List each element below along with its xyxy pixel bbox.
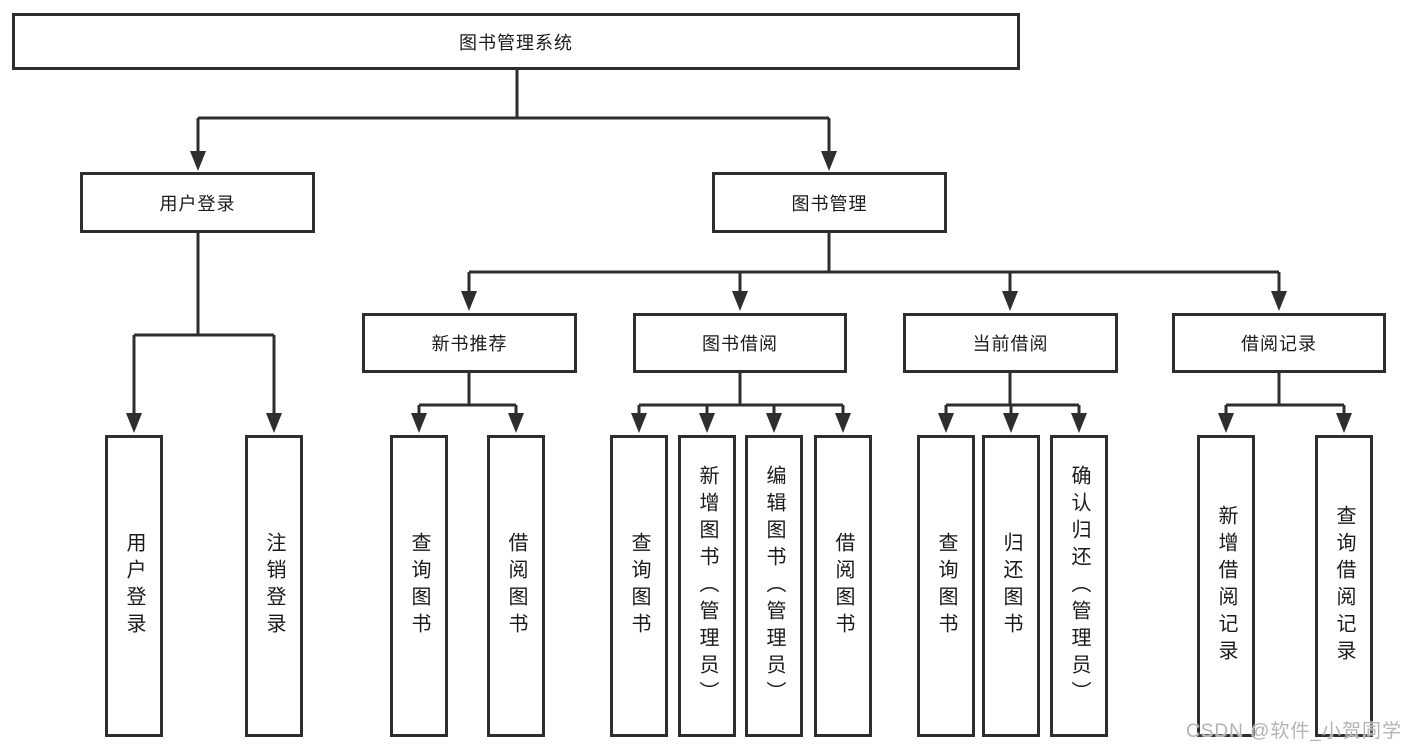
leaf-logout: 注销登录 [245, 435, 303, 737]
node-new-book-recommend-label: 新书推荐 [431, 334, 508, 354]
leaf-current-return-books-label: 归还图书 [1000, 532, 1022, 640]
leaf-borrow-query-books-label: 查询图书 [628, 532, 650, 640]
arrowheads [126, 151, 1352, 433]
leaf-current-confirm-return-admin: 确认归还（管理员） [1050, 435, 1108, 737]
connector-borrow-to-leaves [637, 373, 845, 415]
leaf-current-confirm-return-admin-label: 确认归还（管理员） [1068, 464, 1090, 708]
leaf-records-add-record-label: 新增借阅记录 [1215, 505, 1237, 667]
leaf-borrow-add-books-admin-label: 新增图书（管理员） [696, 464, 718, 708]
connector-recommend-to-leaves [417, 373, 518, 415]
leaf-records-query-record: 查询借阅记录 [1315, 435, 1373, 737]
leaf-user-login: 用户登录 [105, 435, 163, 737]
leaf-recommend-borrow-books: 借阅图书 [487, 435, 545, 737]
node-new-book-recommend: 新书推荐 [362, 313, 577, 373]
leaf-recommend-query-books: 查询图书 [390, 435, 448, 737]
node-root: 图书管理系统 [12, 13, 1020, 70]
leaf-borrow-borrow-books: 借阅图书 [814, 435, 872, 737]
leaf-logout-label: 注销登录 [263, 532, 285, 640]
node-borrow-records-label: 借阅记录 [1241, 334, 1317, 354]
node-root-label: 图书管理系统 [459, 32, 573, 53]
leaf-current-query-books: 查询图书 [917, 435, 975, 737]
connector-userlogin-to-leaves [132, 233, 276, 415]
node-user-login-label: 用户登录 [159, 193, 236, 214]
leaf-records-add-record: 新增借阅记录 [1197, 435, 1255, 737]
leaf-borrow-query-books: 查询图书 [610, 435, 668, 737]
leaf-current-return-books: 归还图书 [982, 435, 1040, 737]
leaf-borrow-borrow-books-label: 借阅图书 [832, 532, 854, 640]
node-user-login: 用户登录 [80, 172, 315, 233]
leaf-recommend-query-books-label: 查询图书 [408, 532, 430, 640]
leaf-borrow-edit-books-admin-label: 编辑图书（管理员） [763, 464, 785, 708]
node-book-management-label: 图书管理 [791, 193, 868, 214]
leaf-current-query-books-label: 查询图书 [935, 532, 957, 640]
leaf-borrow-add-books-admin: 新增图书（管理员） [678, 435, 736, 737]
node-current-borrow-label: 当前借阅 [972, 334, 1049, 354]
csdn-watermark: CSDN @软件_小贺同学 [1186, 721, 1402, 742]
leaf-records-query-record-label: 查询借阅记录 [1333, 505, 1355, 667]
node-current-borrow: 当前借阅 [903, 313, 1118, 373]
leaf-recommend-borrow-books-label: 借阅图书 [505, 532, 527, 640]
connector-current-to-leaves [944, 373, 1081, 415]
connector-bookmgmt-to-level2 [467, 233, 1281, 293]
node-book-borrow: 图书借阅 [633, 313, 847, 373]
node-borrow-records: 借阅记录 [1172, 313, 1386, 373]
connector-root-to-level1 [196, 70, 831, 153]
leaf-borrow-edit-books-admin: 编辑图书（管理员） [745, 435, 803, 737]
node-book-borrow-label: 图书借阅 [702, 334, 778, 354]
connector-records-to-leaves [1224, 373, 1346, 415]
node-book-management: 图书管理 [712, 172, 947, 233]
leaf-user-login-label: 用户登录 [123, 532, 145, 640]
